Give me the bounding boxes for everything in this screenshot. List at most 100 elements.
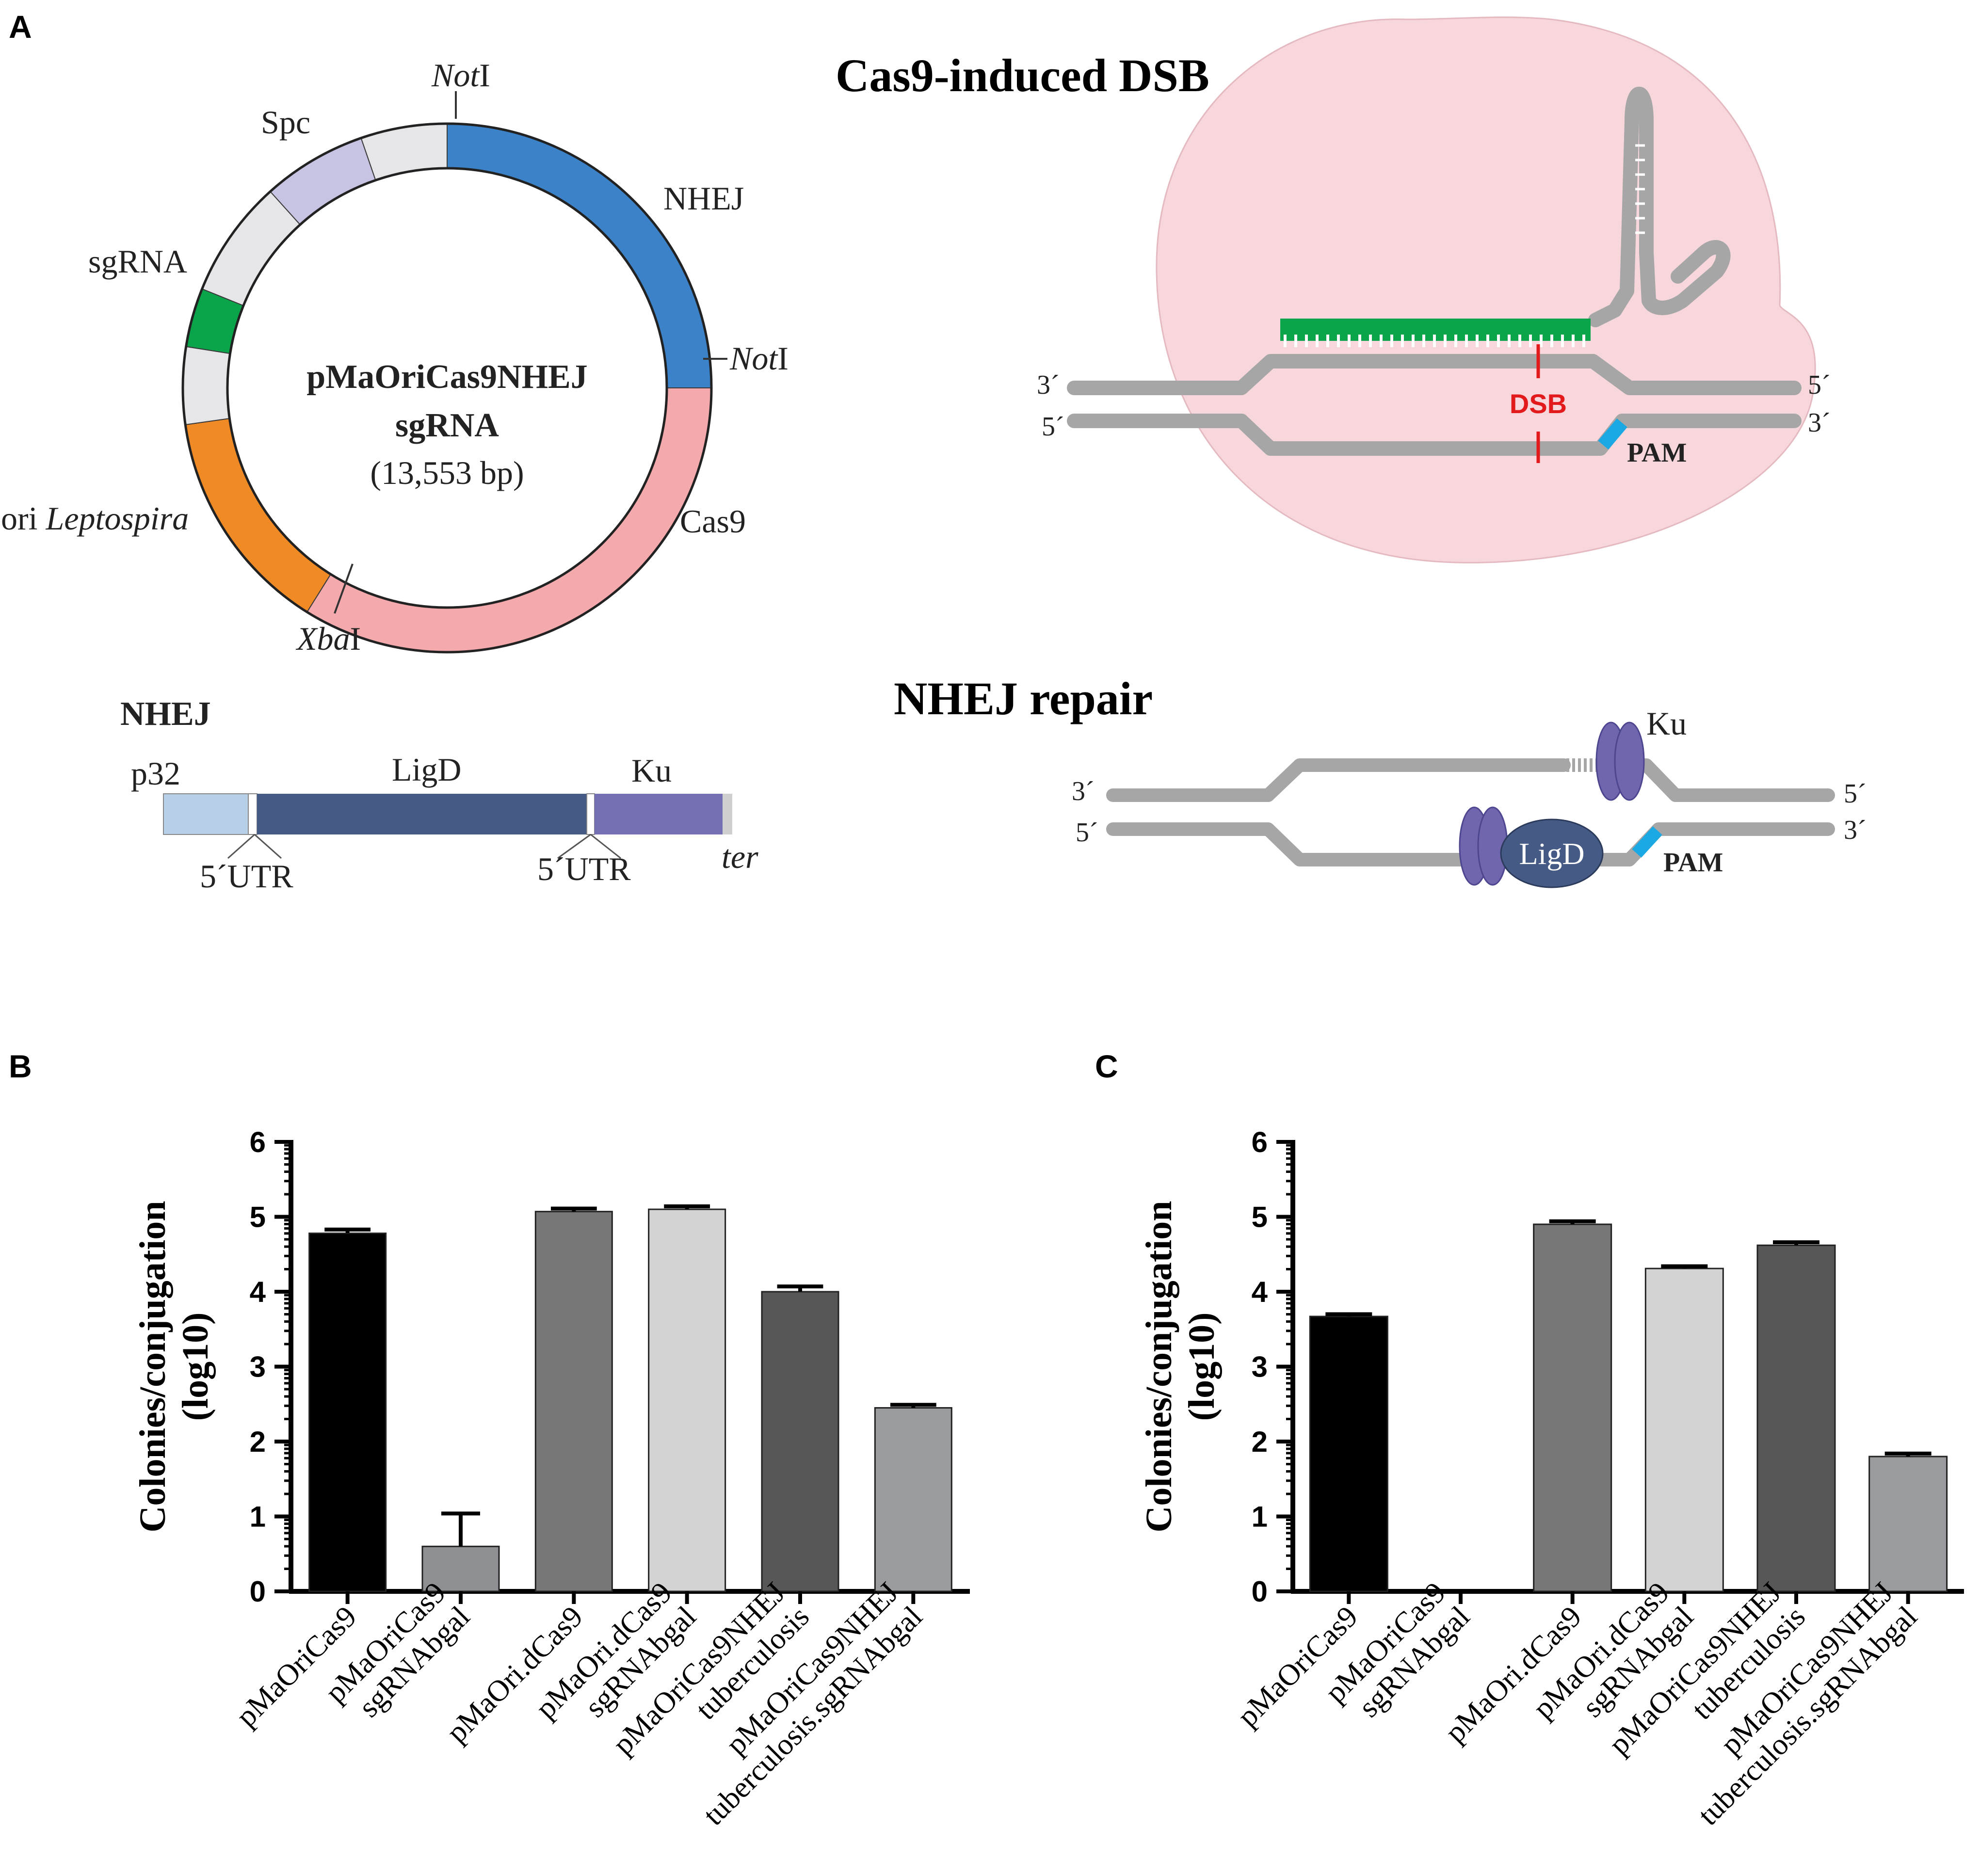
- xbai-tick: [334, 563, 354, 614]
- panel-label-a: A: [9, 9, 32, 45]
- target-dna: [1067, 86, 1802, 463]
- ring-segment-backbone-1: [182, 346, 231, 425]
- ring-segment-cas9: [306, 387, 712, 653]
- repair-pam-label: PAM: [1663, 848, 1723, 878]
- plasmid-size: (13,553 bp): [370, 454, 524, 491]
- y-tick-label: 4: [250, 1276, 266, 1308]
- repair-diagram: NHEJ repair LigD Ku PAM 3´ 5´ 5´ 3´: [894, 673, 1867, 888]
- panel-label-c: C: [1095, 1048, 1118, 1084]
- noti-top-label: NotI: [431, 57, 490, 94]
- x-tick-label: pMaOri.dCas9sgRNAbgal: [530, 1576, 703, 1749]
- cas9-protein-blob: [1156, 16, 1816, 563]
- ring-outer-outline: [181, 122, 713, 654]
- nhej-label: NHEJ: [663, 180, 744, 217]
- ligd-protein: [1500, 818, 1604, 888]
- repair-end-3-bottom: 3´: [1844, 815, 1867, 845]
- spc-label: Spc: [261, 104, 310, 141]
- panel-label-b: B: [9, 1048, 32, 1084]
- chart-c: 0123456Colonies/conjugation(log10)pMaOri…: [1139, 1126, 1964, 1832]
- ring-segment-nhej: [447, 123, 712, 388]
- utr2-leader: [557, 834, 591, 859]
- sgrna-hairpin: [1639, 240, 1731, 315]
- y-tick-label: 6: [1252, 1126, 1268, 1158]
- y-tick-label: 0: [1252, 1575, 1268, 1608]
- y-axis-label-line2: (log10): [175, 1313, 216, 1421]
- y-tick-label: 6: [250, 1126, 266, 1158]
- y-tick-label: 2: [250, 1426, 266, 1458]
- ring-segment-ori: [185, 417, 332, 613]
- ori-label: ori Leptospira: [1, 500, 189, 537]
- cassette-p32-block: [163, 793, 249, 835]
- cassette-ku-label: Ku: [631, 752, 672, 789]
- cassette-utr2-label: 5´UTR: [537, 850, 631, 887]
- bar: [308, 1232, 387, 1592]
- y-tick-label: 3: [1252, 1351, 1268, 1383]
- dsb-pam-label: PAM: [1627, 438, 1687, 468]
- bar: [1309, 1315, 1388, 1592]
- cassette-title: NHEJ: [120, 695, 211, 733]
- y-axis-label: Colonies/conjugation(log10): [1139, 1201, 1222, 1532]
- y-axis-label-line1: Colonies/conjugation: [132, 1201, 173, 1532]
- plasmid-name-line1: pMaOriCas9NHEJ: [306, 358, 587, 396]
- repair-end-5-top: 5´: [1844, 779, 1867, 809]
- ku-subunit-top-2: [1614, 722, 1645, 801]
- y-tick-label: 0: [250, 1575, 266, 1608]
- sgrna-label: sgRNA: [88, 243, 187, 280]
- repair-bottom-left-strand: [1106, 822, 1486, 866]
- y-tick-label: 1: [1252, 1501, 1268, 1533]
- repair-top-right-strand: [1613, 758, 1835, 802]
- plasmid-ring: [181, 122, 713, 654]
- repair-end-3-top: 3´: [1072, 776, 1095, 806]
- repair-title: NHEJ repair: [894, 673, 1153, 724]
- cassette-utr2-block: [586, 793, 595, 835]
- noti-right-label: NotI: [729, 340, 789, 377]
- plasmid-name-line2: sgRNA: [395, 407, 499, 444]
- bar: [1533, 1223, 1612, 1592]
- dsb-end-3-top: 3´: [1037, 370, 1060, 400]
- repair-top-left-strand: [1106, 758, 1571, 802]
- x-tick-label: pMaOriCas9sgRNAbgal: [319, 1576, 476, 1733]
- guide-base-pairs: [1284, 335, 1585, 347]
- dsb-title: Cas9-induced DSB: [836, 49, 1209, 101]
- y-axis-label: Colonies/conjugation(log10): [132, 1201, 216, 1532]
- y-tick-label: 2: [1252, 1426, 1268, 1458]
- utr1-leader: [227, 834, 255, 859]
- cassette-ligd-block: [257, 794, 587, 834]
- cassette-utr1-block: [248, 793, 258, 835]
- y-axis-label-line2: (log10): [1181, 1313, 1222, 1421]
- cassette-utr1-label: 5´UTR: [200, 858, 293, 895]
- bar: [1756, 1244, 1836, 1592]
- plasmid-map: NotI NotI XbaI Spc sgRNA NHEJ Cas9 ori L…: [1, 57, 789, 657]
- bar: [648, 1208, 726, 1592]
- cassette-ku-block: [595, 794, 723, 834]
- bar: [534, 1211, 613, 1592]
- nhej-cassette: NHEJ p32 LigD Ku 5´UTR 5´UTR ter: [120, 695, 758, 895]
- dsb-end-3-bottom: 3´: [1808, 408, 1831, 438]
- x-tick-label: pMaOri.dCas9sgRNAbgal: [1527, 1576, 1700, 1749]
- utr1-leader-2: [254, 834, 282, 859]
- repair-ku-label: Ku: [1646, 705, 1687, 742]
- cassette-p32-label: p32: [131, 755, 180, 792]
- bar: [761, 1291, 839, 1592]
- cassette-ter-block: [723, 794, 732, 834]
- y-tick-label: 5: [250, 1201, 266, 1234]
- sgrna-scaffold: [1588, 86, 1654, 327]
- ring-inner-outline: [226, 167, 668, 609]
- cas9-label: Cas9: [680, 503, 746, 540]
- dsb-end-5-top: 5´: [1808, 370, 1831, 400]
- pam-site: [1598, 418, 1627, 450]
- stem-pairing: [1635, 144, 1645, 234]
- dsb-end-5-bottom: 5´: [1042, 412, 1064, 442]
- chart-b: 0123456Colonies/conjugation(log10)pMaOri…: [132, 1126, 970, 1832]
- bar: [874, 1407, 952, 1592]
- dsb-diagram: Cas9-induced DSB DSB PAM 3´ 5´: [836, 16, 1831, 563]
- dna-top-strand: [1067, 354, 1802, 395]
- x-tick-label: pMaOriCas9sgRNAbgal: [1319, 1576, 1476, 1733]
- y-tick-label: 4: [1252, 1276, 1268, 1308]
- bar: [1644, 1267, 1724, 1592]
- y-tick-label: 1: [250, 1501, 266, 1533]
- repair-end-5-bottom: 5´: [1076, 818, 1098, 848]
- bar: [1868, 1456, 1948, 1592]
- y-axis-label-line1: Colonies/conjugation: [1139, 1201, 1179, 1532]
